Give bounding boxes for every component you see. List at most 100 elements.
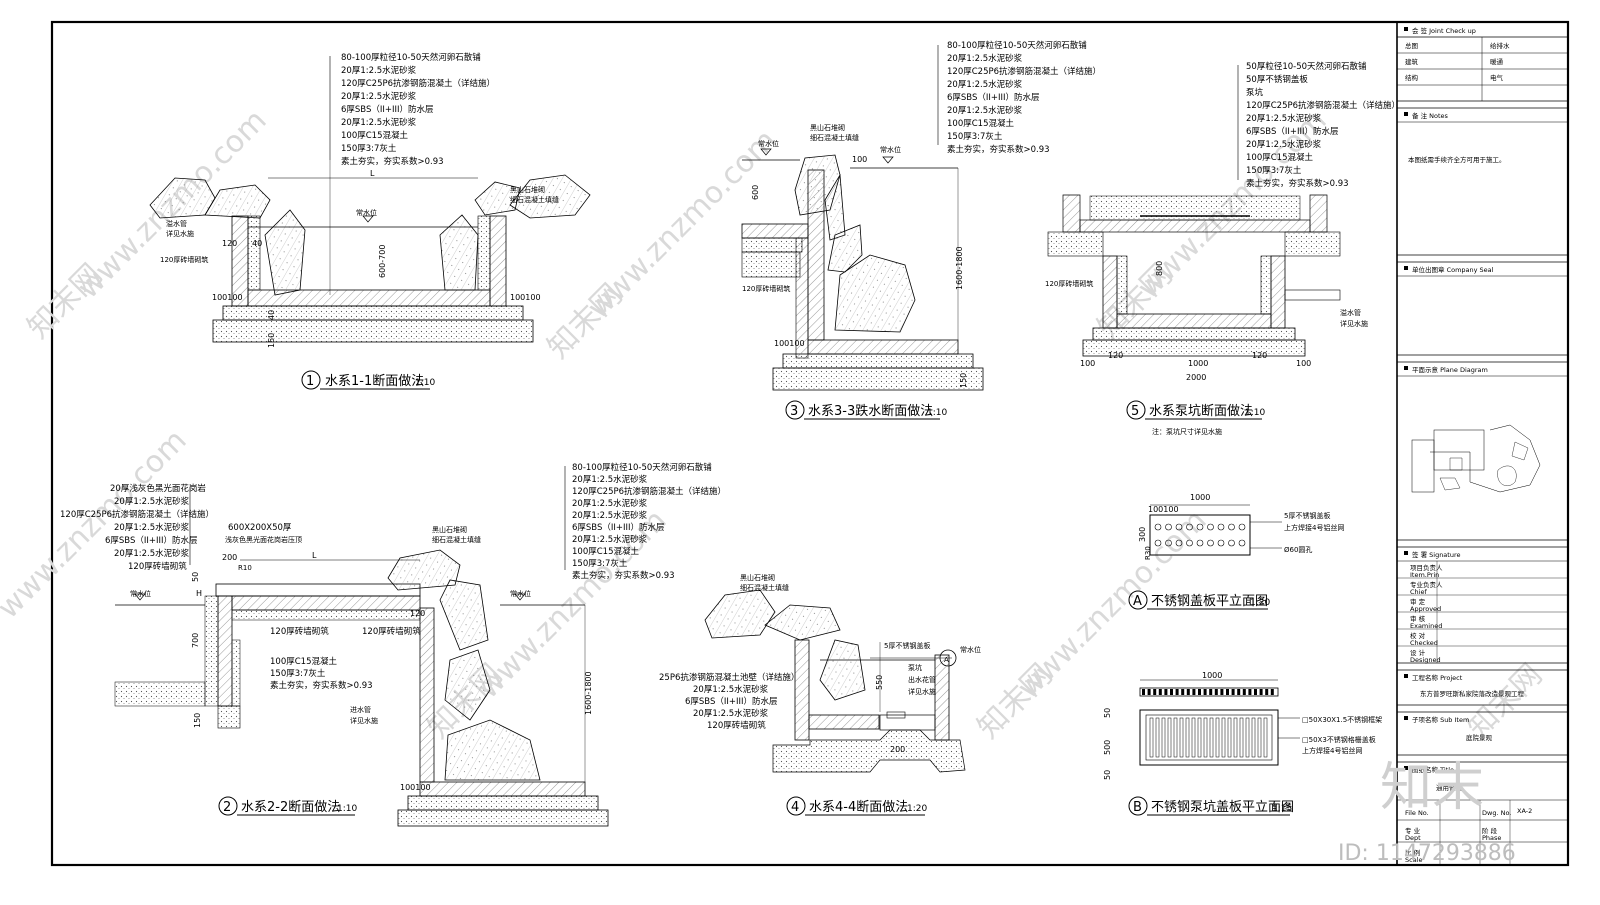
grate-bar bbox=[1191, 717, 1196, 758]
cover-hole bbox=[1175, 523, 1183, 531]
s3-note-5: 20厚1:2.5水泥砂浆 bbox=[947, 105, 1023, 116]
s1-left-0: 溢水管 bbox=[166, 219, 187, 228]
section-4-title bbox=[786, 796, 925, 816]
s1-dim-600-700: 600-700 bbox=[378, 245, 387, 278]
s3-note-8: 素土夯实，夯实系数>0.93 bbox=[947, 144, 1050, 155]
tb-sign-head: 签 署 Signature bbox=[1412, 550, 1461, 559]
s4-left-1: 20厚1:2.5水泥砂浆 bbox=[693, 684, 769, 695]
tb-scale-en: Scale bbox=[1405, 856, 1423, 864]
s1-note-6: 100厚C15混凝土 bbox=[341, 130, 408, 141]
tb-project-name: 东方普罗旺斯私家院落改造景观工程 bbox=[1420, 689, 1525, 698]
s1-title: 水系1-1断面做法 bbox=[325, 374, 424, 389]
titleblock bbox=[1397, 36, 1568, 865]
section-2-title bbox=[218, 796, 355, 816]
grate-tooth bbox=[1237, 689, 1241, 695]
s5-dim-100-r: 100 bbox=[1296, 359, 1311, 368]
s3-note-3: 20厚1:2.5水泥砂浆 bbox=[947, 79, 1023, 90]
s1-note-1: 20厚1:2.5水泥砂浆 bbox=[341, 65, 417, 76]
tb-dwg-no: Dwg. No. bbox=[1482, 809, 1511, 817]
cover-hole bbox=[1154, 539, 1162, 547]
s5-right-1: 详见水施 bbox=[1340, 319, 1368, 328]
tb-check-0-0: 总图 bbox=[1405, 41, 1418, 50]
logo-watermark: 知末 bbox=[1380, 758, 1484, 818]
s2-mid-1: 120厚砖墙砌筑 bbox=[362, 626, 421, 637]
s3-note-1: 20厚1:2.5水泥砂浆 bbox=[947, 53, 1023, 64]
grate-tooth bbox=[1198, 689, 1201, 695]
s3-note-4: 6厚SBS（II+III）防水层 bbox=[947, 92, 1040, 103]
s4-left-2: 6厚SBS（II+III）防水层 bbox=[685, 696, 778, 707]
tb-dwg-no-val: XA-2 bbox=[1517, 807, 1532, 815]
s3-left-0: 120厚砖墙砌筑 bbox=[742, 284, 790, 293]
cover-hole bbox=[1196, 539, 1204, 547]
s2-bottom-1: 150厚3:7灰土 bbox=[270, 668, 326, 679]
s1-note-3: 20厚1:2.5水泥砂浆 bbox=[341, 91, 417, 102]
grate-bar bbox=[1215, 717, 1220, 758]
sA-scale: 1:20 bbox=[1250, 598, 1270, 608]
grate-bar bbox=[1179, 717, 1184, 758]
s1-note-0: 80-100厚粒径10-50天然河卵石散铺 bbox=[341, 52, 481, 63]
s2-scale: 1:10 bbox=[337, 804, 357, 814]
s2-left-1: 20厚1:2.5水泥砂浆 bbox=[114, 496, 190, 507]
s2-right-8: 150厚3:7灰土 bbox=[572, 558, 628, 569]
s1-note-7: 150厚3:7灰土 bbox=[341, 143, 397, 154]
sB-title: 不锈钢泵坑盖板平立面图 bbox=[1151, 800, 1294, 815]
s2-pipe-1: 详见水施 bbox=[350, 716, 378, 725]
sB-note-1: □50X3不锈钢格栅盖板 bbox=[1302, 735, 1376, 744]
tb-major: 专 业 bbox=[1405, 826, 1421, 835]
s4-right-2: 出水花管 bbox=[908, 675, 936, 684]
tb-sign-5-en: Designed bbox=[1410, 656, 1441, 664]
s2-right-7: 100厚C15混凝土 bbox=[572, 546, 639, 557]
grate-bar bbox=[1257, 717, 1262, 758]
s4-right-3: 详见水施 bbox=[908, 687, 936, 696]
sA-dim-R30: R30 bbox=[1144, 546, 1152, 560]
s3-title: 水系3-3跌水断面做法 bbox=[808, 403, 933, 419]
s5-note-7: 100厚C15混凝土 bbox=[1246, 152, 1313, 163]
s2-side-0: 黑山石堆砌 bbox=[432, 525, 467, 534]
s4-right-1: 泵坑 bbox=[908, 663, 922, 672]
cover-hole bbox=[1165, 539, 1172, 547]
s3-dim-100: 100 bbox=[852, 155, 867, 164]
grate-tooth bbox=[1214, 689, 1218, 695]
s3-scale: 1:10 bbox=[927, 408, 947, 418]
s2-left-4: 6厚SBS（II+III）防水层 bbox=[105, 535, 198, 546]
tb-phase: Phase bbox=[1482, 834, 1501, 842]
grate-tooth bbox=[1259, 689, 1263, 695]
s2-mid-0: 120厚砖墙砌筑 bbox=[270, 626, 329, 637]
s3-side-1: 细石混凝土填缝 bbox=[810, 133, 859, 142]
s2-right-4: 20厚1:2.5水泥砂浆 bbox=[572, 510, 648, 521]
s5-note-4: 20厚1:2.5水泥砂浆 bbox=[1246, 113, 1322, 124]
s2-right-5: 6厚SBS（II+III）防水层 bbox=[572, 522, 665, 533]
s2-bottom-0: 100厚C15混凝土 bbox=[270, 656, 337, 667]
sA-note-2: Ø60圆孔 bbox=[1284, 546, 1312, 554]
s5-dim-120-l: 120 bbox=[1108, 351, 1123, 360]
grate-tooth bbox=[1153, 689, 1157, 695]
tb-check-1-0: 建筑 bbox=[1405, 57, 1419, 66]
sA-title: 不锈钢盖板平立面图 bbox=[1151, 594, 1268, 609]
tb-sign-2-cn: 审 定 bbox=[1410, 597, 1426, 606]
cover-hole bbox=[1238, 523, 1246, 531]
s1-side-0: 黑山石堆砌 bbox=[510, 185, 545, 194]
sB-note-0: □50X30X1.5不锈钢框架 bbox=[1302, 715, 1382, 724]
s2-title: 水系2-2断面做法 bbox=[241, 800, 340, 815]
grate-tooth bbox=[1142, 689, 1145, 695]
cover-hole bbox=[1175, 539, 1183, 547]
sB-title-num: B bbox=[1133, 800, 1142, 815]
tb-sign-0-en: Item.Prin bbox=[1410, 571, 1439, 579]
tb-sign-3-cn: 审 核 bbox=[1410, 614, 1426, 623]
s4-scale: 1:20 bbox=[907, 804, 927, 814]
section-2 bbox=[114, 466, 609, 827]
grate-tooth bbox=[1147, 689, 1151, 695]
s1-scale: 1:10 bbox=[415, 378, 435, 388]
tb-dept: Dept bbox=[1405, 834, 1421, 842]
outer-frame bbox=[50, 20, 1570, 867]
s3-note-7: 150厚3:7灰土 bbox=[947, 131, 1003, 142]
s3-title-num: 3 bbox=[790, 404, 798, 419]
tb-title-name: 通用做法 bbox=[1436, 783, 1463, 792]
sB-note-2: 上方焊接4号铝丝网 bbox=[1302, 746, 1362, 755]
s2-right-9: 素土夯实，夯实系数>0.93 bbox=[572, 570, 675, 581]
tb-file-no: File No. bbox=[1405, 809, 1429, 817]
grate-bar bbox=[1173, 717, 1178, 758]
grate-tooth bbox=[1170, 689, 1173, 695]
s3-note-0: 80-100厚粒径10-50天然河卵石散铺 bbox=[947, 40, 1087, 51]
